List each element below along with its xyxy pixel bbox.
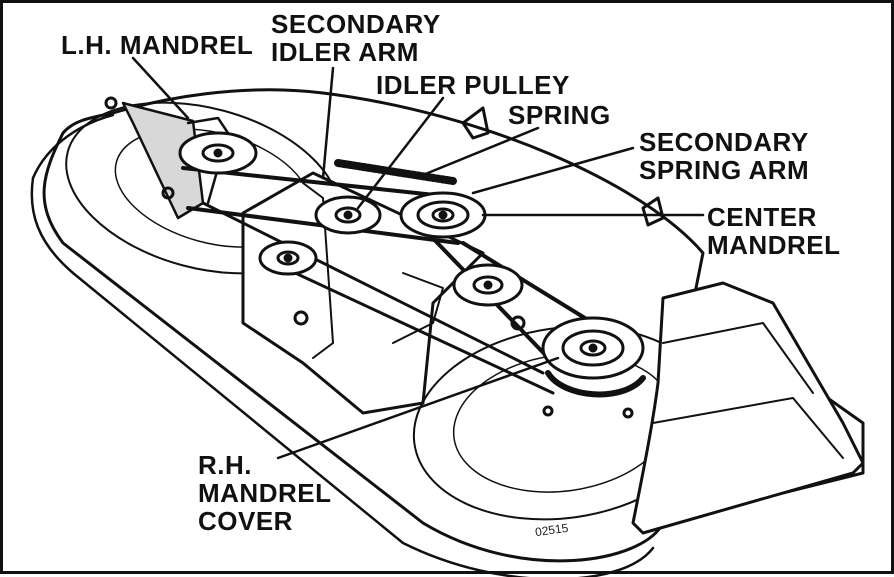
leader-secondary-spring-arm (471, 146, 635, 195)
spring-coil (334, 159, 457, 185)
label-secondary-spring-arm: SECONDARY SPRING ARM (639, 127, 810, 185)
side-tab (641, 196, 665, 227)
leader-lh-mandrel (131, 56, 190, 120)
secondary-pulley (452, 263, 524, 307)
label-lh-mandrel: L.H. MANDREL (61, 30, 254, 60)
mower-deck-illustration (30, 56, 865, 577)
leader-secondary-idler-arm (321, 66, 335, 180)
label-idler-pulley: IDLER PULLEY (376, 70, 570, 100)
lh-pulley (178, 131, 258, 175)
leader-rh-mandrel-cover (276, 356, 560, 460)
drive-belt-lower (201, 201, 555, 395)
label-center-mandrel: CENTER MANDREL (707, 202, 841, 260)
label-rh-mandrel-cover: R.H. MANDREL COVER (198, 450, 332, 536)
leader-spring (421, 126, 540, 177)
discharge-chute (631, 281, 865, 535)
label-spring: SPRING (508, 100, 611, 130)
deck-left-lip (31, 113, 115, 180)
center-pulley-drawing (399, 191, 487, 239)
deck-rim (30, 176, 655, 577)
idler-pulley-drawing (314, 195, 382, 235)
lower-idler-pulley (258, 240, 318, 276)
lh-mandrel-bracket (121, 101, 205, 220)
rear-tab (461, 106, 490, 140)
leader-idler-pulley (356, 96, 445, 210)
rh-pulley-drawing (541, 316, 646, 398)
label-secondary-idler-arm: SECONDARY IDLER ARM (271, 9, 441, 67)
